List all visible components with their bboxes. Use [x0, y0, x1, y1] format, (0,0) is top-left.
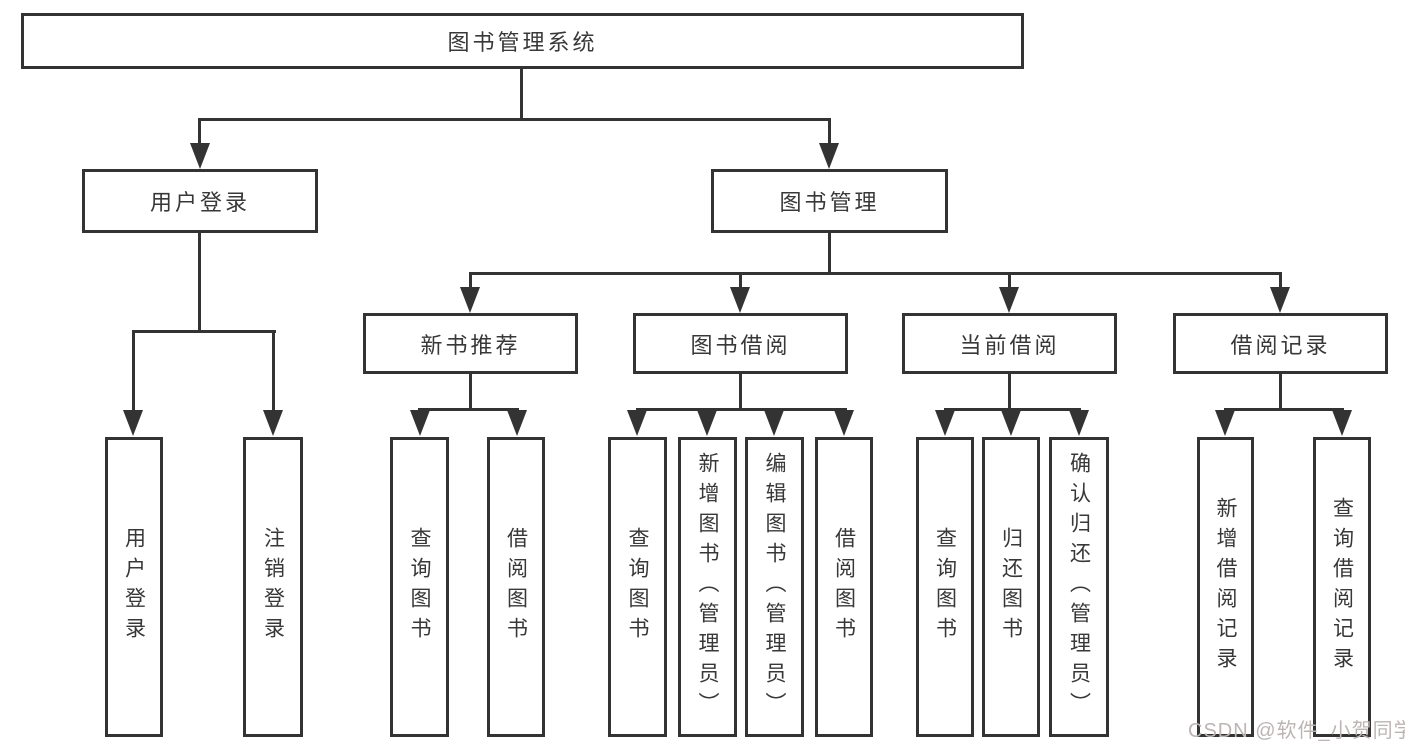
connector-line — [1279, 374, 1282, 411]
connector-line — [198, 118, 201, 145]
connector-line — [469, 272, 472, 289]
leaf-logout-login: 注销登录 — [243, 437, 303, 737]
connector-line — [520, 68, 523, 118]
node-label: 当前借阅 — [959, 332, 1060, 358]
leaf-edit-book-admin: 编辑图书（管理员） — [745, 437, 804, 737]
leaf-query-book-current: 查询图书 — [916, 437, 974, 737]
connector-line — [636, 408, 847, 411]
connector-line — [418, 408, 519, 411]
node-user-login: 用户登录 — [82, 169, 318, 233]
arrow-down-icon — [730, 287, 750, 313]
arrow-down-icon — [190, 143, 210, 169]
arrow-down-icon — [834, 410, 854, 436]
arrow-down-icon — [935, 410, 955, 436]
node-label: 用户登录 — [149, 190, 250, 215]
connector-line — [739, 272, 742, 289]
leaf-query-book-borrow: 查询图书 — [608, 437, 667, 737]
connector-line — [469, 374, 472, 411]
connector-line — [828, 118, 831, 145]
leaf-label: 查询图书 — [626, 527, 649, 647]
leaf-label: 新增借阅记录 — [1214, 497, 1237, 677]
arrow-down-icon — [123, 410, 143, 436]
connector-line — [1224, 408, 1344, 411]
leaf-label: 注销登录 — [261, 527, 285, 647]
connector-line — [132, 330, 135, 412]
node-label: 借阅记录 — [1230, 332, 1331, 358]
arrow-down-icon — [1270, 287, 1290, 313]
leaf-user-login: 用户登录 — [105, 437, 163, 737]
arrow-down-icon — [999, 287, 1019, 313]
leaf-label: 归还图书 — [999, 527, 1023, 647]
arrow-down-icon — [819, 143, 839, 169]
node-label: 图书管理系统 — [447, 30, 598, 55]
leaf-label: 新增图书（管理员） — [696, 452, 719, 722]
leaf-label: 借阅图书 — [832, 527, 856, 647]
arrow-down-icon — [507, 410, 527, 436]
leaf-label: 确认归还（管理员） — [1067, 452, 1091, 722]
node-borrow-record: 借阅记录 — [1173, 313, 1388, 374]
leaf-borrow-book: 借阅图书 — [815, 437, 873, 737]
leaf-label: 编辑图书（管理员） — [763, 452, 786, 722]
node-label: 新书推荐 — [420, 332, 521, 358]
node-label: 图书借阅 — [690, 332, 791, 358]
connector-line — [469, 272, 1282, 275]
node-book-borrow: 图书借阅 — [633, 313, 848, 374]
node-label: 图书管理 — [779, 190, 880, 215]
arrow-down-icon — [1069, 410, 1089, 436]
arrow-down-icon — [1001, 410, 1021, 436]
connector-line — [132, 330, 276, 333]
leaf-return-book: 归还图书 — [982, 437, 1040, 737]
arrow-down-icon — [410, 410, 430, 436]
watermark: CSDN @软件_小贺同学 — [1188, 720, 1405, 742]
arrow-down-icon — [764, 410, 784, 436]
arrow-down-icon — [627, 410, 647, 436]
arrow-down-icon — [1332, 410, 1352, 436]
connector-line — [198, 118, 831, 121]
leaf-query-borrow-record: 查询借阅记录 — [1313, 437, 1371, 737]
leaf-confirm-return-admin: 确认归还（管理员） — [1049, 437, 1109, 737]
node-root: 图书管理系统 — [21, 13, 1024, 69]
connector-line — [1008, 374, 1011, 411]
connector-line — [272, 330, 275, 412]
arrow-down-icon — [697, 410, 717, 436]
leaf-add-book-admin: 新增图书（管理员） — [678, 437, 737, 737]
node-new-book-recommend: 新书推荐 — [363, 313, 578, 374]
leaf-label: 查询图书 — [408, 527, 431, 647]
leaf-label: 查询借阅记录 — [1330, 497, 1354, 677]
arrow-down-icon — [460, 287, 480, 313]
leaf-label: 用户登录 — [122, 527, 146, 647]
arrow-down-icon — [263, 410, 283, 436]
leaf-label: 借阅图书 — [504, 527, 528, 647]
connector-line — [944, 408, 1081, 411]
leaf-add-borrow-record: 新增借阅记录 — [1197, 437, 1254, 737]
node-book-management: 图书管理 — [711, 169, 948, 233]
leaf-borrow-book-recommend: 借阅图书 — [487, 437, 545, 737]
connector-line — [1008, 272, 1011, 289]
connector-line — [1279, 272, 1282, 289]
leaf-query-book-recommend: 查询图书 — [390, 437, 449, 737]
connector-line — [198, 232, 201, 332]
connector-line — [739, 374, 742, 411]
node-current-borrow: 当前借阅 — [902, 313, 1117, 374]
arrow-down-icon — [1215, 410, 1235, 436]
connector-line — [828, 232, 831, 275]
leaf-label: 查询图书 — [933, 527, 957, 647]
